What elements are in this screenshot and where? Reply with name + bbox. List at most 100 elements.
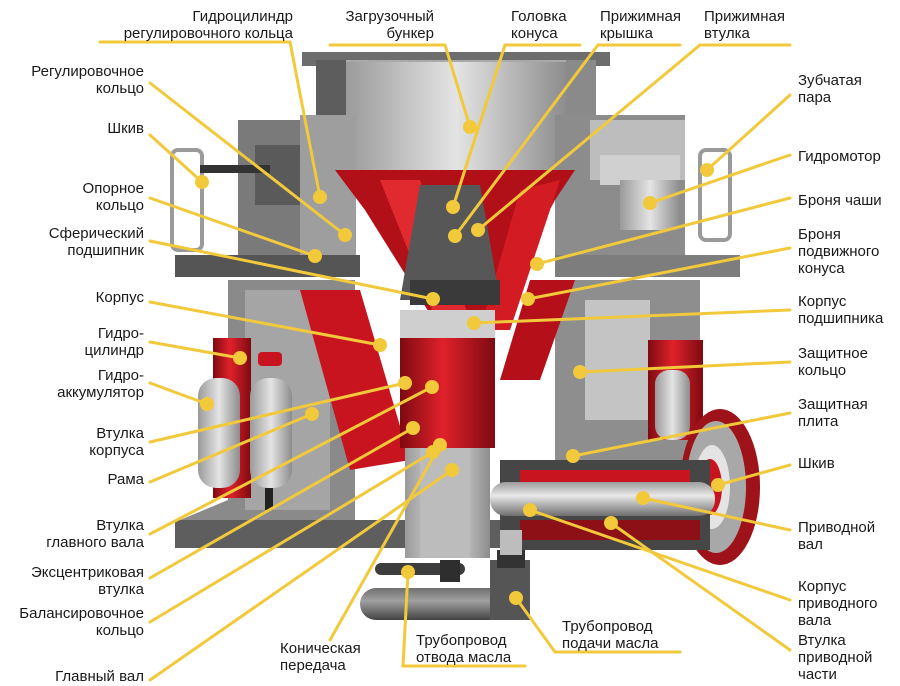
label-sfericheskij-podshipnik: Сферический подшипник xyxy=(48,225,144,259)
callout-dot-gidrocilindr-regul-kolca xyxy=(313,190,327,204)
leader-line-vtulka-glavnogo-vala xyxy=(148,385,434,536)
callout-dot-korpus-privodnogo-vala xyxy=(523,503,537,517)
label-korpus-privodnogo-vala: Корпус приводного вала xyxy=(798,578,878,629)
callout-dot-zubchataya-para xyxy=(700,163,714,177)
callout-dot-korpus-podshipnika xyxy=(467,316,481,330)
label-truboprovod-podachi-masla: Трубопровод подачи масла xyxy=(562,618,659,652)
callout-dot-zashchitnaya-plita xyxy=(566,449,580,463)
callout-dot-prizhimnaya-kryshka xyxy=(448,229,462,243)
label-bronya-chashi: Броня чаши xyxy=(798,192,882,209)
label-zashchitnaya-plita: Защитная плита xyxy=(798,396,868,430)
leader-line-gidrocilindr-regul-kolca xyxy=(98,40,322,199)
leader-line-shkiv-left xyxy=(148,133,204,184)
leader-line-bronya-podvizhnogo-konusa xyxy=(526,246,792,301)
label-korpus-podshipnika: Корпус подшипника xyxy=(798,293,884,327)
leader-line-ekscentrikovaya-vtulka xyxy=(148,426,415,580)
callout-dot-bronya-chashi xyxy=(530,257,544,271)
callout-dot-gidroakkumulyator xyxy=(200,397,214,411)
label-gidrocilindr-regul-kolca: Гидроцилиндр регулировочного кольца xyxy=(123,8,293,42)
callout-dot-vtulka-glavnogo-vala xyxy=(425,380,439,394)
leader-line-rama xyxy=(148,412,314,484)
leader-line-korpus-podshipnika xyxy=(472,308,792,325)
hydraulic-accumulators xyxy=(198,338,292,510)
leader-line-regulirovochnoe-kolco xyxy=(148,81,347,237)
label-prizhimnaya-kryshka: Прижимная крышка xyxy=(600,8,681,42)
leader-line-korpus xyxy=(148,300,382,347)
leader-line-zashchitnoe-kolco xyxy=(578,360,792,374)
leader-line-prizhimnaya-vtulka xyxy=(476,43,792,232)
leader-line-zubchataya-para xyxy=(705,93,792,172)
leader-line-privodnoj-val xyxy=(641,496,792,532)
callout-dot-zashchitnoe-kolco xyxy=(573,365,587,379)
label-zagruzochnyj-bunker: Загрузочный бункер xyxy=(345,8,434,42)
callout-dot-opornoe-kolco xyxy=(308,249,322,263)
main-shaft xyxy=(400,310,495,558)
label-vtulka-korpusa: Втулка корпуса xyxy=(89,425,144,459)
leader-line-konicheskaya-peredacha xyxy=(328,443,442,642)
leader-line-gidroakkumulyator xyxy=(148,381,209,406)
label-gidroakkumulyator: Гидро- аккумулятор xyxy=(57,367,144,401)
countershaft xyxy=(490,460,715,550)
label-rama: Рама xyxy=(107,471,144,488)
cone-head xyxy=(400,185,500,305)
leader-line-zagruzochnyj-bunker xyxy=(328,43,472,129)
callout-dot-shkiv-left xyxy=(195,175,209,189)
label-privodnoj-val: Приводной вал xyxy=(798,519,876,553)
callout-dot-konicheskaya-peredacha xyxy=(433,438,447,452)
label-vtulka-privodnoj-chasti: Втулка приводной части xyxy=(798,632,873,683)
label-bronya-podvizhnogo-konusa: Броня подвижного конуса xyxy=(798,226,880,277)
leader-line-balansirovochnoe-kolco xyxy=(148,450,435,624)
callout-dot-truboprovod-otvoda-masla xyxy=(401,565,415,579)
label-ekscentrikovaya-vtulka: Эксцентриковая втулка xyxy=(31,564,144,598)
leader-line-zashchitnaya-plita xyxy=(571,411,792,458)
callout-dot-korpus xyxy=(373,338,387,352)
leader-line-truboprovod-otvoda-masla xyxy=(401,570,527,668)
callout-dot-shkiv-right xyxy=(711,478,725,492)
callout-dot-privodnoj-val xyxy=(636,491,650,505)
leader-line-gidromotor xyxy=(648,153,792,205)
leader-line-shkiv-right xyxy=(716,463,792,487)
callout-dot-ekscentrikovaya-vtulka xyxy=(406,421,420,435)
leader-line-truboprovod-podachi-masla xyxy=(514,596,682,654)
callout-dot-rama xyxy=(305,407,319,421)
label-golovka-konusa: Головка конуса xyxy=(511,8,567,42)
label-vtulka-glavnogo-vala: Втулка главного вала xyxy=(46,517,144,551)
label-zubchataya-para: Зубчатая пара xyxy=(798,72,862,106)
callout-dot-gidromotor xyxy=(643,196,657,210)
leader-line-bronya-chashi xyxy=(535,196,792,266)
label-glavnyj-val: Главный вал xyxy=(55,668,144,685)
label-opornoe-kolco: Опорное кольцо xyxy=(82,180,144,214)
label-prizhimnaya-vtulka: Прижимная втулка xyxy=(704,8,785,42)
label-zashchitnoe-kolco: Защитное кольцо xyxy=(798,345,868,379)
leader-line-golovka-konusa xyxy=(451,43,582,209)
callout-dot-gidrocilindr xyxy=(233,351,247,365)
callout-dot-regulirovochnoe-kolco xyxy=(338,228,352,242)
leader-line-vtulka-privodnoj-chasti xyxy=(609,521,792,652)
label-truboprovod-otvoda-masla: Трубопровод отвода масла xyxy=(416,632,512,666)
callout-dot-golovka-konusa xyxy=(446,200,460,214)
callout-dot-vtulka-privodnoj-chasti xyxy=(604,516,618,530)
callout-dot-sfericheskij-podshipnik xyxy=(426,292,440,306)
leader-line-glavnyj-val xyxy=(148,468,454,682)
leader-line-gidrocilindr xyxy=(148,340,242,360)
leader-line-sfericheskij-podshipnik xyxy=(148,239,435,301)
leader-line-prizhimnaya-kryshka xyxy=(453,43,682,238)
callout-dot-truboprovod-podachi-masla xyxy=(509,591,523,605)
label-regulirovochnoe-kolco: Регулировочное кольцо xyxy=(31,63,144,97)
callout-dot-vtulka-korpusa xyxy=(398,376,412,390)
label-shkiv-left: Шкив xyxy=(107,120,144,137)
right-hydraulic xyxy=(648,340,703,440)
label-gidrocilindr: Гидро- цилиндр xyxy=(84,325,144,359)
leader-line-opornoe-kolco xyxy=(148,196,317,258)
callout-dot-prizhimnaya-vtulka xyxy=(471,223,485,237)
label-korpus: Корпус xyxy=(95,289,144,306)
label-shkiv-right: Шкив xyxy=(798,455,835,472)
callout-dot-bronya-podvizhnogo-konusa xyxy=(521,292,535,306)
label-balansirovochnoe-kolco: Балансировочное кольцо xyxy=(19,605,144,639)
label-konicheskaya-peredacha: Коническая передача xyxy=(280,640,361,674)
leader-line-korpus-privodnogo-vala xyxy=(528,508,792,602)
leader-line-vtulka-korpusa xyxy=(148,381,407,444)
callout-dot-glavnyj-val xyxy=(445,463,459,477)
